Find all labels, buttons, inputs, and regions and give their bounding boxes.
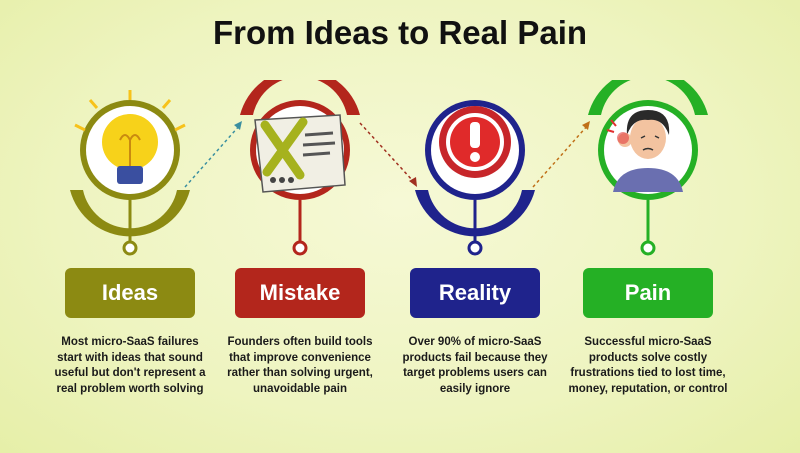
headache-person-icon: [588, 80, 708, 256]
mistake-label: Mistake: [235, 268, 365, 318]
page-title: From Ideas to Real Pain: [212, 14, 588, 51]
mistake-description: Founders often build tools that improve …: [227, 336, 373, 395]
step-pain: Pain Successful micro-SaaS products solv…: [563, 80, 733, 450]
exclamation-icon: [415, 100, 535, 256]
lightbulb-icon: [70, 90, 190, 256]
step-ideas: Ideas Most micro-SaaS failures start wit…: [45, 80, 215, 450]
arrow-ideas-to-mistake: [184, 121, 242, 188]
pain-label: Pain: [583, 268, 713, 318]
step-mistake: Mistake Founders often build tools that …: [215, 80, 385, 450]
arrow-reality-to-pain: [532, 121, 590, 188]
crossed-document-icon: [240, 80, 360, 256]
reality-label: Reality: [410, 268, 540, 318]
ideas-description: Most micro-SaaS failures start with idea…: [54, 336, 206, 395]
ideas-label: Ideas: [65, 268, 195, 318]
step-reality: Reality Over 90% of micro-SaaS products …: [390, 80, 560, 450]
arrow-mistake-to-reality: [359, 122, 417, 187]
reality-description: Over 90% of micro-SaaS products fail bec…: [402, 336, 548, 395]
pain-description: Successful micro-SaaS products solve cos…: [568, 336, 728, 395]
